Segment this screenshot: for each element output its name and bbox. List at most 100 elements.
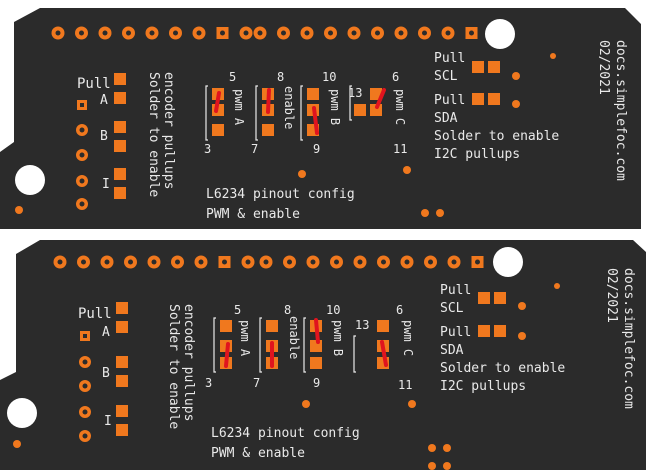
side-url: docs.simplefoc.com [613, 40, 628, 181]
header-pin-hole [375, 30, 380, 36]
header-pin-hole [151, 259, 157, 265]
misc-vias-bottom [13, 283, 560, 470]
header-pin-hole [55, 30, 61, 36]
header-pin-hole [304, 30, 310, 36]
header-pin-hole [351, 30, 357, 36]
mounting-hole-top-left [15, 165, 45, 195]
i2c-note-line2: I2C pullups [440, 379, 526, 394]
channel-label-b: B [100, 129, 108, 144]
encoder-note-line1: Solder to enable [146, 72, 161, 197]
side-url: docs.simplefoc.com [621, 268, 636, 409]
jumper-label: 5 [234, 303, 241, 317]
solder-mark [375, 88, 386, 109]
jumper-name: pwm A [238, 320, 252, 357]
mounting-hole-bottom-left [7, 398, 37, 428]
channel-label-b: B [102, 366, 110, 381]
encoder-note-line1: Solder to enable [166, 304, 181, 429]
jumper-name: pwm C [401, 320, 415, 356]
jumper-block-bottom: 5 8 10 6 13 3 7 9 11 pwm A enable pwm B … [205, 303, 415, 392]
header-pin-hole [451, 259, 457, 265]
channel-label-i: I [102, 177, 110, 192]
pad [114, 121, 126, 133]
header-pin-hole [398, 30, 404, 36]
pad [114, 168, 126, 180]
encoder-note-line2: encoder pullups [181, 304, 196, 421]
header-pin-hole [175, 259, 180, 265]
mounting-hole-bottom-right [493, 247, 523, 277]
header-pin-hole [287, 259, 292, 265]
config-title-line1: L6234 pinout config [206, 187, 355, 202]
header-pin-hole [404, 259, 410, 265]
i2c-note-line1: Solder to enable [440, 361, 565, 376]
jumper-label: 9 [313, 142, 320, 156]
mounting-hole-top-right [485, 19, 515, 49]
header-pin-hole [198, 259, 204, 265]
via-column-top [76, 100, 88, 210]
header-pin-hole [149, 30, 155, 36]
i2c-scl-label: SCL [440, 301, 464, 316]
jumper-label: 8 [277, 70, 284, 84]
header-pin-hole [422, 30, 427, 36]
jumper-label: 5 [229, 70, 236, 84]
header-pin-hole [357, 259, 363, 265]
jumper-name: pwm B [328, 89, 342, 125]
header-pin-row-top [51, 26, 478, 40]
header-pin-hole [334, 259, 339, 265]
jumper-label: 10 [322, 70, 336, 84]
header-pin-hole [445, 30, 451, 36]
jumper-label: 13 [348, 86, 362, 100]
solder-mark [380, 340, 388, 367]
solder-mark [314, 318, 320, 344]
jumper-name: enable [287, 316, 301, 359]
i2c-note-line1: Solder to enable [434, 129, 559, 144]
jumper-name: pwm A [232, 89, 246, 126]
jumper-label: 8 [284, 303, 291, 317]
header-pin-hole [104, 259, 110, 265]
header-pin-hole [281, 30, 286, 36]
header-pin-hole [263, 259, 269, 265]
jumper-label: 6 [392, 70, 399, 84]
jumper-label: 10 [326, 303, 340, 317]
solder-mark [266, 88, 271, 114]
header-pin-hole [245, 259, 251, 265]
config-title-line2: PWM & enable [206, 207, 300, 222]
channel-label-i: I [104, 414, 112, 429]
jumper-label: 9 [313, 376, 320, 390]
header-pin-hole [428, 259, 433, 265]
channel-label-a: A [102, 325, 110, 340]
encoder-note-line2: encoder pullups [161, 72, 176, 189]
jumper-label: 7 [251, 142, 258, 156]
header-pin-hole [220, 30, 225, 36]
config-title-line2: PWM & enable [211, 446, 305, 461]
header-pin-hole [196, 30, 202, 36]
channel-label-a: A [100, 93, 108, 108]
side-date: 02/2021 [596, 40, 611, 95]
i2c-sda-label: SDA [440, 343, 464, 358]
header-pin-hole [310, 259, 316, 265]
jumper-label: 13 [355, 318, 369, 332]
jumper-label: 11 [398, 378, 412, 392]
i2c-sda-pull: Pull [440, 325, 471, 340]
header-pin-hole [381, 259, 386, 265]
header-pin-hole [469, 30, 474, 36]
header-pin-hole [81, 259, 86, 265]
i2c-sda-pull: Pull [434, 93, 465, 108]
i2c-scl-label: SCL [434, 69, 458, 84]
header-pin-hole [126, 30, 131, 36]
header-pin-hole [102, 30, 108, 36]
header-pin-hole [257, 30, 263, 36]
pull-label: Pull [77, 76, 111, 92]
jumper-label: 7 [253, 376, 260, 390]
i2c-note-line2: I2C pullups [434, 147, 520, 162]
i2c-sda-label: SDA [434, 111, 458, 126]
config-title-line1: L6234 pinout config [211, 426, 360, 441]
pad [114, 140, 126, 152]
panel-divider [0, 229, 646, 240]
header-pin-hole [243, 30, 249, 36]
header-pin-hole [173, 30, 178, 36]
header-pin-row-bottom [53, 255, 484, 269]
pad [114, 73, 126, 85]
jumper-label: 3 [205, 376, 212, 390]
